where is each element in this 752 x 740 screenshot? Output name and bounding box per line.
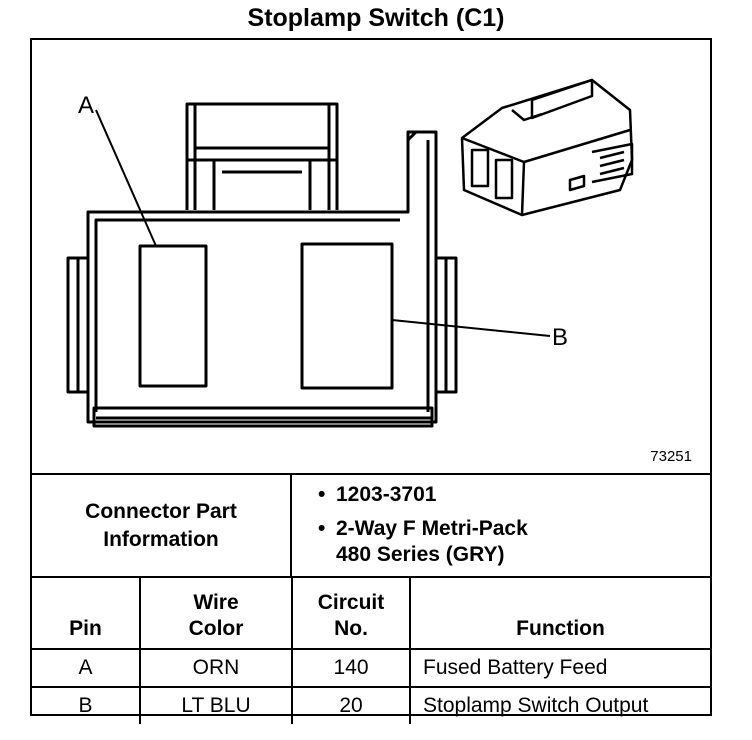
image-id: 73251: [650, 448, 692, 465]
connector-info-label-line2: Information: [103, 527, 219, 551]
header-circuit-line2: No.: [334, 616, 368, 640]
header-function: Function: [409, 576, 710, 650]
connector-3d-view: [460, 78, 634, 217]
connector-info-row: Connector Part Information • 1203-3701 •…: [32, 473, 710, 576]
connector-diagram: A B 73251: [32, 40, 710, 473]
header-wire-line2: Color: [188, 616, 244, 640]
connector-info-list: • 1203-3701 • 2-Way F Metri-Pack 480 Ser…: [292, 475, 710, 576]
diagram-frame: A B 73251 Connector Part Information • 1…: [30, 38, 712, 724]
header-wire-line1: Wire: [193, 590, 239, 614]
connector-type-line2: 480 Series (GRY): [336, 543, 505, 566]
table-row: A ORN 140 Fused Battery Feed: [32, 648, 710, 688]
table-row: B LT BLU 20 Stoplamp Switch Output: [32, 686, 710, 724]
pin-cell: A: [32, 648, 141, 688]
pin-cell: B: [32, 686, 141, 724]
bullet-icon: •: [318, 483, 326, 506]
function-cell: Fused Battery Feed: [409, 648, 710, 688]
header-pin: Pin: [32, 576, 141, 650]
function-cell: Stoplamp Switch Output: [409, 686, 710, 724]
page-title: Stoplamp Switch (C1): [247, 4, 505, 32]
connector-body: [86, 130, 438, 424]
callout-a-label: A: [78, 92, 95, 119]
pin-table: Pin Wire Color Circuit No. Function A OR…: [32, 576, 710, 724]
wire-color-cell: ORN: [139, 648, 293, 688]
header-circuit-no: Circuit No.: [291, 576, 411, 650]
cavity-b: [300, 242, 394, 390]
table-header-row: Pin Wire Color Circuit No. Function: [32, 576, 710, 650]
connector-illustration: [66, 78, 634, 428]
circuit-cell: 140: [291, 648, 411, 688]
cavity-a: [138, 244, 208, 388]
wire-color-cell: LT BLU: [139, 686, 293, 724]
connector-type-line1: 2-Way F Metri-Pack: [336, 517, 528, 540]
circuit-cell: 20: [291, 686, 411, 724]
part-number: 1203-3701: [336, 483, 437, 506]
connector-info-label: Connector Part Information: [32, 475, 292, 576]
list-item: • 2-Way F Metri-Pack 480 Series (GRY): [318, 517, 528, 567]
latch-housing: [185, 102, 339, 210]
header-circuit-line1: Circuit: [317, 590, 385, 614]
list-item: • 1203-3701: [318, 483, 437, 507]
header-wire-color: Wire Color: [139, 576, 293, 650]
connector-info-label-line1: Connector Part: [85, 500, 237, 524]
callout-b-label: B: [552, 324, 569, 351]
bullet-icon: •: [318, 517, 326, 540]
